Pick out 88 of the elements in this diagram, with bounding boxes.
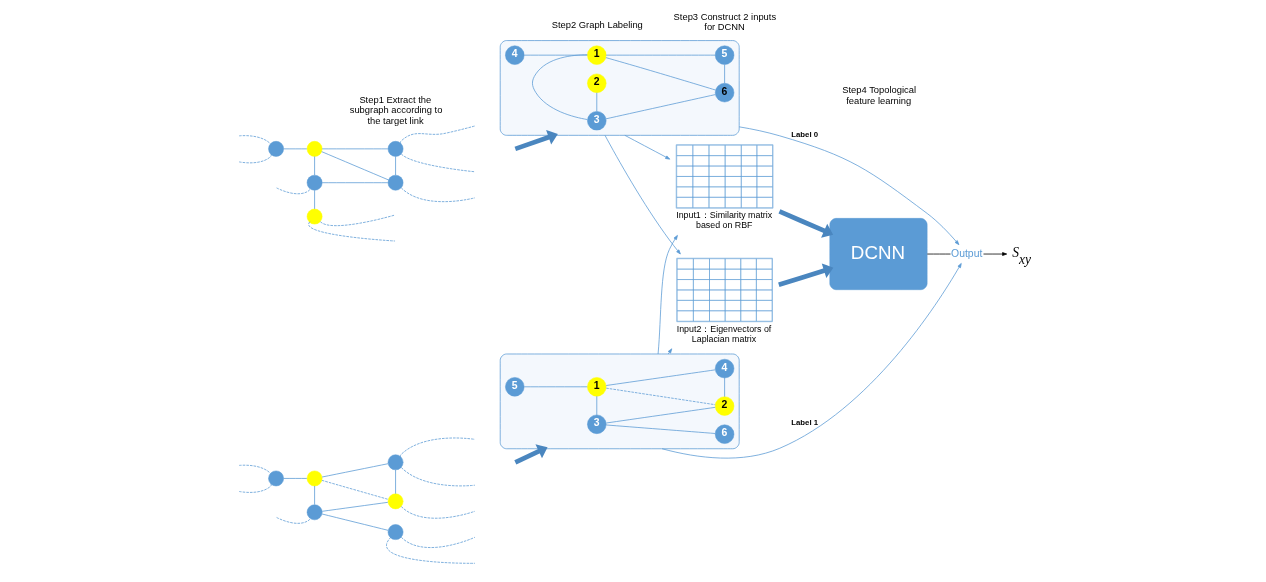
connector xyxy=(595,395,597,416)
node-circle: 4 xyxy=(714,358,734,379)
node-circle xyxy=(267,141,284,157)
label: Step4 Topological feature learning xyxy=(841,85,916,106)
connector xyxy=(394,156,396,176)
connector xyxy=(320,151,389,181)
arrow xyxy=(777,263,833,287)
connector xyxy=(313,189,315,210)
node-circle xyxy=(387,174,403,191)
node-circle xyxy=(387,141,403,157)
node-circle xyxy=(387,524,403,540)
node-circle xyxy=(387,493,403,510)
connector xyxy=(400,467,475,487)
connector xyxy=(313,156,315,176)
connector xyxy=(238,153,272,164)
node-circle: 3 xyxy=(586,414,606,434)
node-circle xyxy=(306,141,322,157)
connector xyxy=(275,517,310,524)
label: Step3 Construct 2 inputs for DCNN xyxy=(673,11,776,33)
arrow xyxy=(778,209,833,238)
connector xyxy=(400,187,475,202)
node-circle xyxy=(306,504,322,521)
connector xyxy=(321,148,388,150)
connector xyxy=(400,506,475,519)
node-circle xyxy=(267,470,284,487)
connector xyxy=(307,221,395,242)
connector xyxy=(523,386,588,388)
connector xyxy=(275,187,310,195)
connector xyxy=(400,153,475,173)
connector xyxy=(238,464,271,474)
connector xyxy=(394,469,396,495)
node-circle: 2 xyxy=(586,73,606,93)
node-text: Output xyxy=(950,247,982,259)
connector xyxy=(321,501,388,512)
arrow xyxy=(982,252,1007,256)
connector xyxy=(385,536,475,564)
arrow xyxy=(667,348,672,355)
connector xyxy=(282,148,307,150)
arrow xyxy=(514,130,558,152)
connector xyxy=(321,480,389,500)
cluster xyxy=(499,40,740,136)
node-circle: 6 xyxy=(714,83,734,103)
connector xyxy=(605,94,716,120)
connector xyxy=(313,485,315,505)
connector xyxy=(723,377,725,398)
connector xyxy=(238,135,271,145)
node-circle: 6 xyxy=(714,424,734,444)
connector xyxy=(523,54,588,56)
arrow xyxy=(657,235,678,355)
connector xyxy=(399,437,475,458)
node-circle xyxy=(306,174,322,191)
connector xyxy=(399,125,475,145)
node-circle: 3 xyxy=(586,111,606,131)
node-circle: 1 xyxy=(586,45,606,65)
node-label: Input1：Similarity matrix based on RBF xyxy=(675,210,772,231)
node-circle: 1 xyxy=(586,377,606,397)
connector xyxy=(605,424,716,434)
label: Step2 Graph Labeling xyxy=(551,20,643,31)
connector xyxy=(238,483,272,493)
connector xyxy=(321,182,388,184)
connector xyxy=(321,513,388,531)
connector xyxy=(319,214,395,227)
label: Step1 Extract the subgraph according to the target link xyxy=(349,94,442,126)
node-circle: 5 xyxy=(714,45,734,65)
connector xyxy=(531,54,588,120)
node-circle: 5 xyxy=(504,377,524,397)
connector xyxy=(595,92,597,112)
arrow xyxy=(661,263,962,459)
arrow xyxy=(623,134,670,160)
connector xyxy=(400,536,475,548)
connector xyxy=(723,64,725,84)
arrow xyxy=(738,126,959,246)
connector xyxy=(605,57,716,91)
node-circle: 4 xyxy=(504,45,524,65)
connector xyxy=(605,406,716,424)
connector xyxy=(605,369,716,386)
connector xyxy=(282,478,307,479)
arrow xyxy=(513,444,548,465)
arrow xyxy=(604,134,681,255)
connector xyxy=(605,54,716,56)
node-circle xyxy=(387,454,403,471)
node-circle xyxy=(306,470,322,487)
connector xyxy=(321,463,388,478)
node-box: DCNN xyxy=(829,218,927,290)
node-label: Input2：Eigenvectors of Laplacian matrix xyxy=(676,323,771,344)
connector xyxy=(605,387,716,406)
node-circle xyxy=(306,208,322,225)
node-circle: 2 xyxy=(714,396,734,416)
